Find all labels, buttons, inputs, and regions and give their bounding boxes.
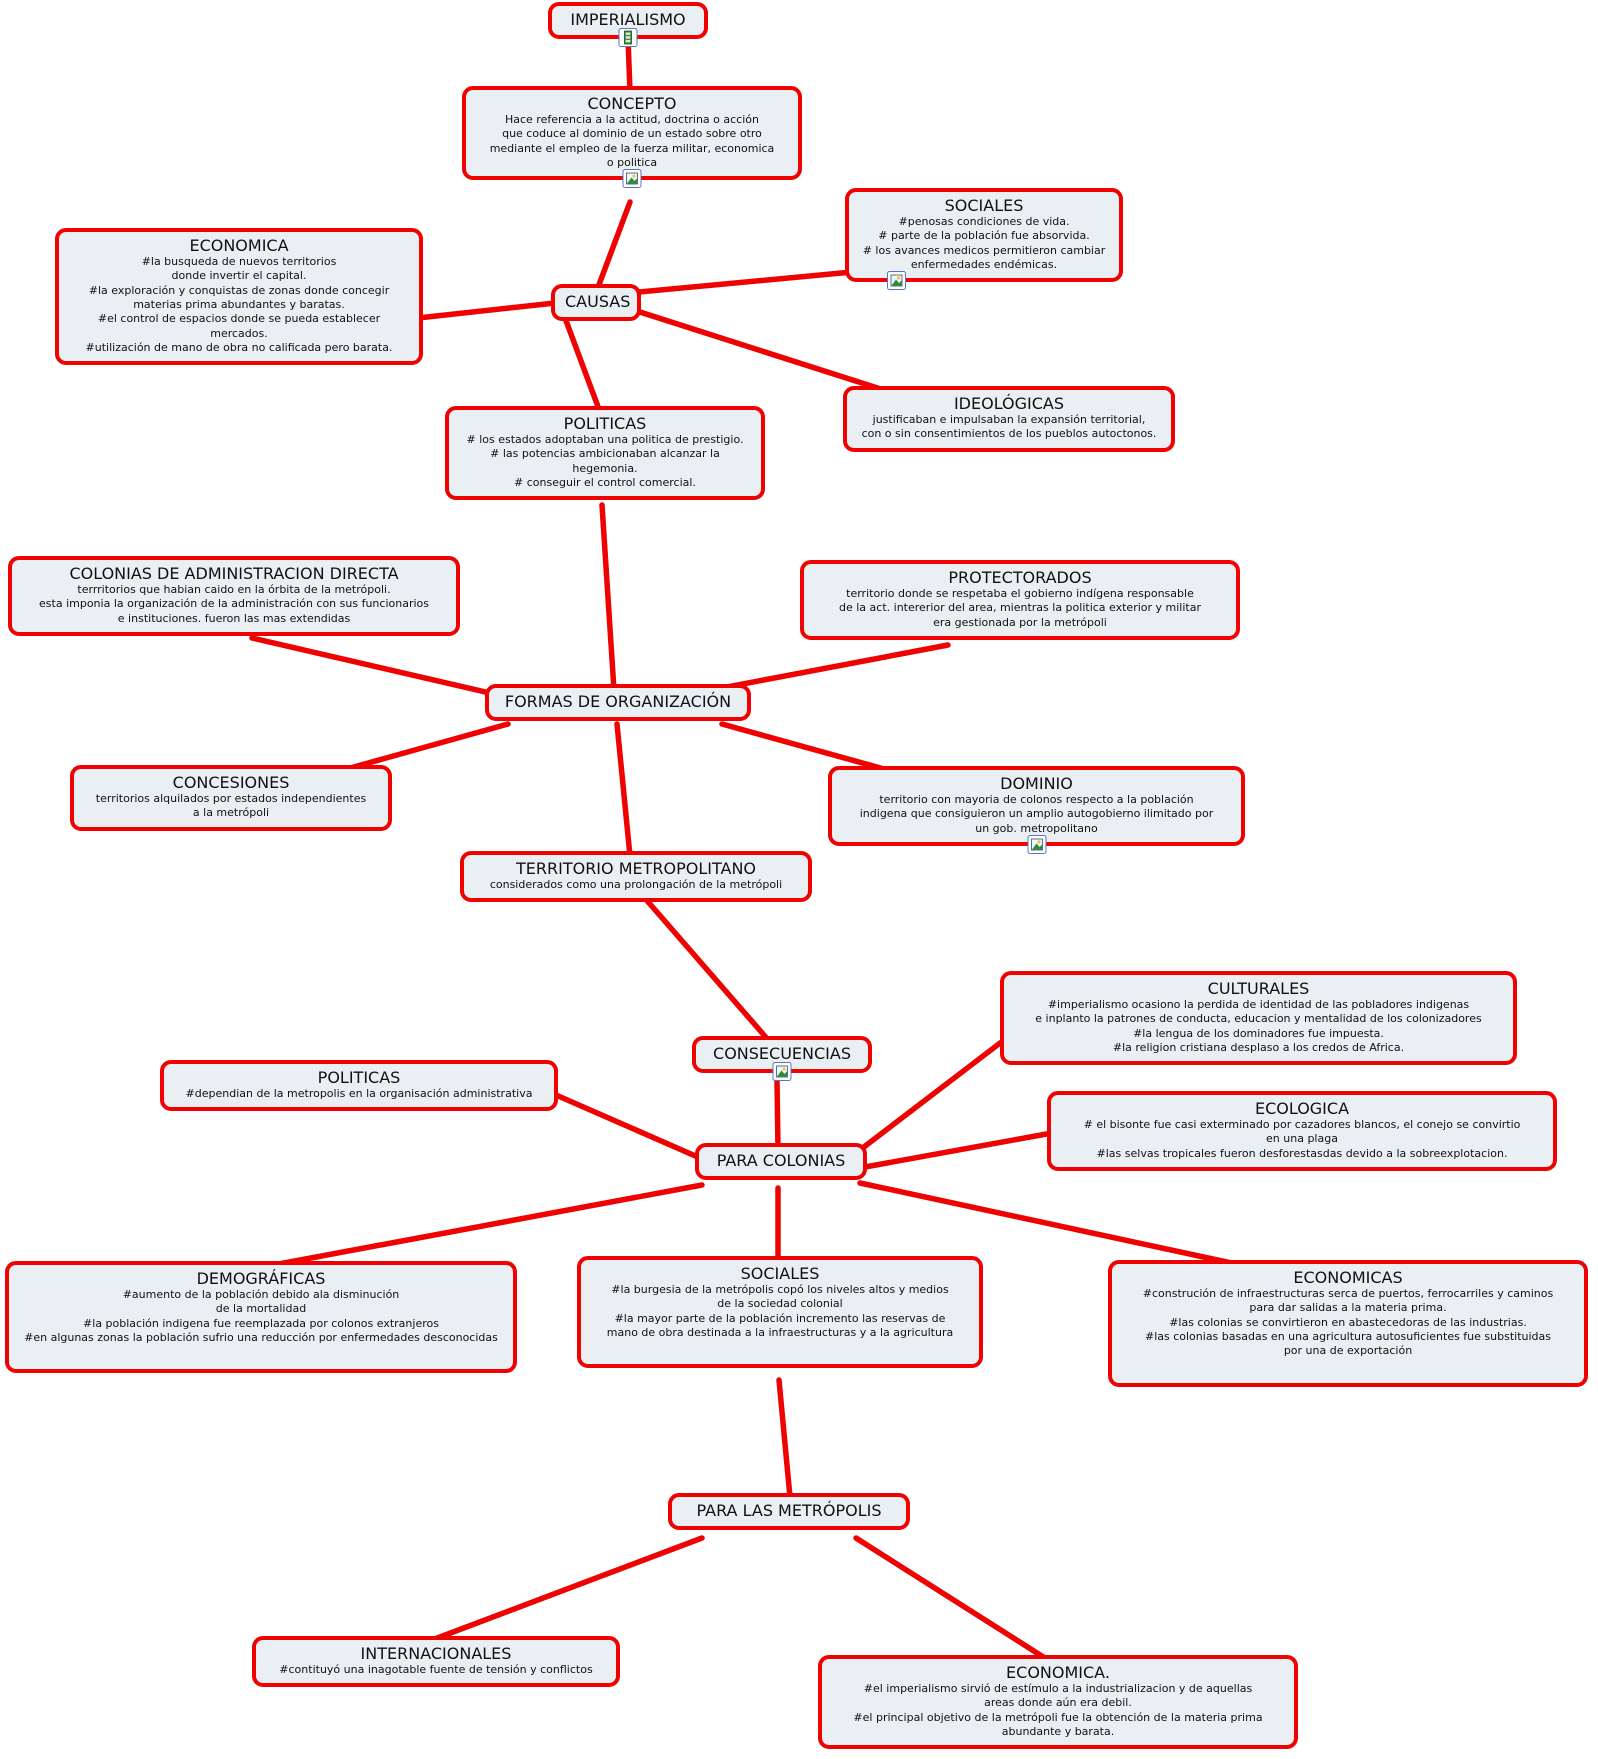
- node-imperialismo[interactable]: IMPERIALISMO: [548, 2, 708, 48]
- link-politicas-formas: [599, 502, 617, 693]
- node-body: #la burgesia de la metrópolis copó los n…: [606, 1283, 954, 1340]
- node-body: #imperialismo ocasiono la perdida de ide…: [1035, 998, 1482, 1055]
- node-title: CONSECUENCIAS: [713, 1044, 851, 1063]
- node-title: SOCIALES: [944, 196, 1024, 215]
- node-economica-metropolis[interactable]: ECONOMICA. #el imperialismo sirvió de es…: [818, 1655, 1298, 1750]
- node-body: justificaban e impulsaban la expansión t…: [861, 413, 1157, 441]
- node-economicas-colonias[interactable]: ECONOMICAS #construción de infraestructu…: [1108, 1260, 1588, 1387]
- node-title: COLONIAS DE ADMINISTRACION DIRECTA: [69, 564, 399, 583]
- link-paracolonias-ecologica: [862, 1130, 1055, 1170]
- movie-resource-icon[interactable]: [618, 28, 638, 48]
- image-resource-icon[interactable]: [772, 1062, 792, 1082]
- node-title: ECOLOGICA: [1254, 1099, 1350, 1118]
- link-paracolonias-economicas: [857, 1180, 1239, 1267]
- node-title: ECONOMICA: [189, 236, 289, 255]
- link-parametropolis-internacionales: [429, 1535, 705, 1643]
- node-ecologica[interactable]: ECOLOGICA # el bisonte fue casi extermin…: [1047, 1091, 1557, 1172]
- node-body: territorio donde se respetaba el gobiern…: [839, 587, 1201, 629]
- link-formas-dominio: [719, 721, 905, 777]
- link-colonias-formas: [249, 635, 523, 703]
- node-title: DEMOGRÁFICAS: [196, 1269, 326, 1288]
- node-title: POLITICAS: [317, 1068, 401, 1087]
- node-formas-de-organizacion[interactable]: FORMAS DE ORGANIZACIÓN: [485, 684, 751, 722]
- image-resource-icon[interactable]: [622, 169, 642, 189]
- link-causas-politicas: [562, 315, 603, 415]
- link-causas-sociales: [615, 269, 855, 297]
- node-consecuencias[interactable]: CONSECUENCIAS: [692, 1036, 872, 1082]
- node-title: PARA LAS METRÓPOLIS: [696, 1501, 882, 1520]
- link-concepto-causas: [594, 199, 633, 293]
- node-demograficas[interactable]: DEMOGRÁFICAS #aumento de la población de…: [5, 1261, 517, 1374]
- node-title: SOCIALES: [740, 1264, 820, 1283]
- node-body: Hace referencia a la actitud, doctrina o…: [489, 113, 775, 170]
- node-title: DOMINIO: [1000, 774, 1073, 793]
- image-resource-icon[interactable]: [887, 271, 906, 291]
- node-territorio-metropolitano[interactable]: TERRITORIO METROPOLITANO considerados co…: [460, 851, 812, 903]
- node-internacionales[interactable]: INTERNACIONALES #contituyó una inagotabl…: [252, 1636, 620, 1688]
- node-title: PROTECTORADOS: [948, 568, 1092, 587]
- link-consecuencias-paracolonias: [774, 1077, 781, 1153]
- link-paracolonias-culturales: [857, 1037, 1007, 1153]
- link-causas-economica: [415, 300, 558, 321]
- node-protectorados[interactable]: PROTECTORADOS territorio donde se respet…: [800, 560, 1240, 641]
- node-politicas-colonias[interactable]: POLITICAS #dependian de la metropolis en…: [160, 1060, 558, 1112]
- link-paracolonias-politicas: [553, 1092, 703, 1161]
- node-body: #la busqueda de nuevos territorios donde…: [85, 255, 393, 354]
- node-title: POLITICAS: [563, 414, 647, 433]
- node-title: ECONOMICA.: [1006, 1663, 1110, 1682]
- link-paracolonias-demograficas: [265, 1182, 705, 1269]
- node-body: #penosas condiciones de vida. # parte de…: [862, 215, 1106, 272]
- node-body: terrritorios que habian caido en la órbi…: [39, 583, 429, 625]
- node-body: territorio con mayoria de colonos respec…: [859, 793, 1214, 835]
- link-territorio-consecuencias: [640, 893, 773, 1045]
- node-sociales-causas[interactable]: SOCIALES #penosas condiciones de vida. #…: [845, 188, 1123, 291]
- link-formas-concesiones: [333, 721, 511, 775]
- node-title: CULTURALES: [1207, 979, 1310, 998]
- node-title: CAUSAS: [565, 292, 631, 311]
- node-para-las-metropolis[interactable]: PARA LAS METRÓPOLIS: [668, 1493, 910, 1531]
- node-title: IDEOLÓGICAS: [953, 394, 1065, 413]
- node-concesiones[interactable]: CONCESIONES territorios alquilados por e…: [70, 765, 392, 831]
- link-sociales-parametropolis: [776, 1377, 793, 1500]
- node-culturales[interactable]: CULTURALES #imperialismo ocasiono la per…: [1000, 971, 1517, 1066]
- node-politicas-causas[interactable]: POLITICAS # los estados adoptaban una po…: [445, 406, 765, 501]
- node-body: territorios alquilados por estados indep…: [95, 792, 367, 820]
- image-resource-icon[interactable]: [1027, 835, 1046, 855]
- node-causas[interactable]: CAUSAS: [551, 284, 641, 322]
- node-dominio[interactable]: DOMINIO territorio con mayoria de colono…: [828, 766, 1245, 855]
- node-title: CONCESIONES: [172, 773, 290, 792]
- node-title: IMPERIALISMO: [570, 10, 686, 29]
- link-parametropolis-economica: [853, 1535, 1051, 1663]
- node-body: considerados como una prolongación de la…: [489, 878, 783, 892]
- node-title: CONCEPTO: [587, 94, 677, 113]
- node-concepto[interactable]: CONCEPTO Hace referencia a la actitud, d…: [462, 86, 802, 189]
- node-title: ECONOMICAS: [1293, 1268, 1403, 1287]
- link-causas-ideologicas: [615, 302, 893, 395]
- node-title: INTERNACIONALES: [360, 1644, 512, 1663]
- node-title: PARA COLONIAS: [716, 1151, 846, 1170]
- node-body: #aumento de la población debido ala dism…: [24, 1288, 498, 1345]
- node-title: FORMAS DE ORGANIZACIÓN: [504, 692, 732, 711]
- node-para-colonias[interactable]: PARA COLONIAS: [695, 1143, 867, 1181]
- node-sociales-colonias[interactable]: SOCIALES #la burgesia de la metrópolis c…: [577, 1256, 983, 1369]
- node-body: #dependian de la metropolis en la organi…: [185, 1087, 533, 1101]
- node-ideologicas[interactable]: IDEOLÓGICAS justificaban e impulsaban la…: [843, 386, 1175, 452]
- node-body: #el imperialismo sirvió de estímulo a la…: [853, 1682, 1263, 1739]
- node-economica-causas[interactable]: ECONOMICA #la busqueda de nuevos territo…: [55, 228, 423, 366]
- node-colonias-administracion-directa[interactable]: COLONIAS DE ADMINISTRACION DIRECTA terrr…: [8, 556, 460, 637]
- node-body: # el bisonte fue casi exterminado por ca…: [1083, 1118, 1521, 1160]
- node-title: TERRITORIO METROPOLITANO: [515, 859, 757, 878]
- link-formas-territorio: [614, 721, 633, 859]
- node-body: #contituyó una inagotable fuente de tens…: [279, 1663, 593, 1677]
- node-body: # los estados adoptaban una politica de …: [466, 433, 744, 490]
- node-body: #construción de infraestructuras serca d…: [1142, 1287, 1554, 1358]
